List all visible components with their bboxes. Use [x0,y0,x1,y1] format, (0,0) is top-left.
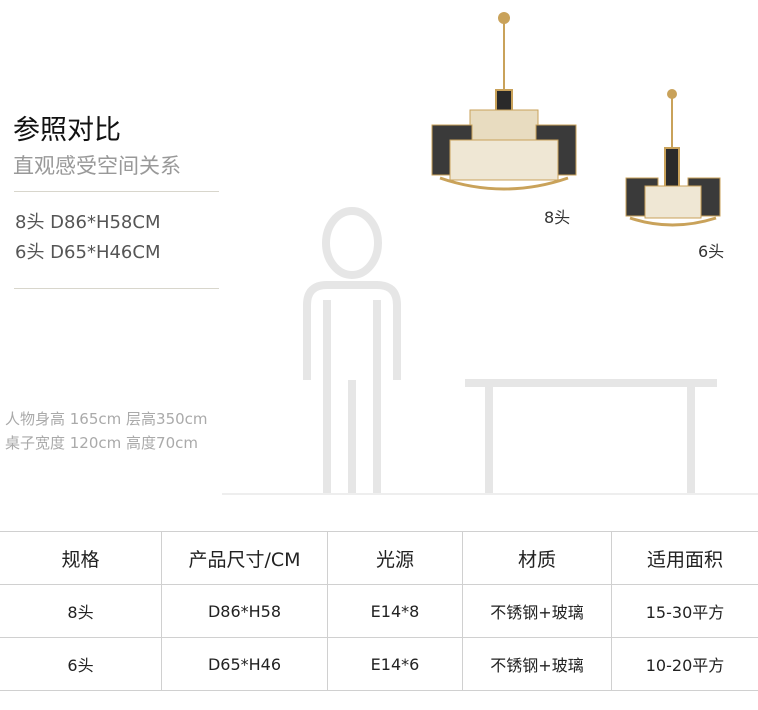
table-cell: D65*H46 [161,637,328,691]
spec-8-head: 8头 D86*H58CM [15,212,161,233]
chandelier-8-label: 8头 [544,208,571,227]
table-header-row: 规格 产品尺寸/CM 光源 材质 适用面积 [0,531,758,585]
table-row: 6头 D65*H46 E14*6 不锈钢+玻璃 10-20平方 [0,637,758,691]
table-cell: 不锈钢+玻璃 [462,584,612,638]
table-cell: 8头 [0,584,162,638]
page-title: 参照对比 [13,115,121,146]
table-silhouette [465,379,717,493]
table-cell: E14*8 [327,584,463,638]
header-cell: 产品尺寸/CM [161,531,328,585]
person-silhouette [303,207,401,493]
divider [14,191,219,192]
table-cell: E14*6 [327,637,463,691]
table-cell: 10-20平方 [611,637,758,691]
table-row: 8头 D86*H58 E14*8 不锈钢+玻璃 15-30平方 [0,584,758,638]
table-cell: 15-30平方 [611,584,758,638]
chandelier-6-head [625,89,721,227]
person-note: 人物身高 165cm 层高350cm [5,410,208,428]
chandelier-8-head [431,12,577,191]
page-subtitle: 直观感受空间关系 [13,154,181,178]
table-cell: 不锈钢+玻璃 [462,637,612,691]
header-cell: 材质 [462,531,612,585]
chandelier-6-label: 6头 [698,242,725,261]
header-cell: 适用面积 [611,531,758,585]
spec-6-head: 6头 D65*H46CM [15,242,161,263]
scene-illustration [222,12,758,495]
spec-table: 规格 产品尺寸/CM 光源 材质 适用面积 8头 D86*H58 E14*8 不… [0,531,758,691]
table-note: 桌子宽度 120cm 高度70cm [5,434,198,452]
table-cell: 6头 [0,637,162,691]
header-cell: 光源 [327,531,463,585]
divider [14,288,219,289]
table-cell: D86*H58 [161,584,328,638]
header-cell: 规格 [0,531,162,585]
